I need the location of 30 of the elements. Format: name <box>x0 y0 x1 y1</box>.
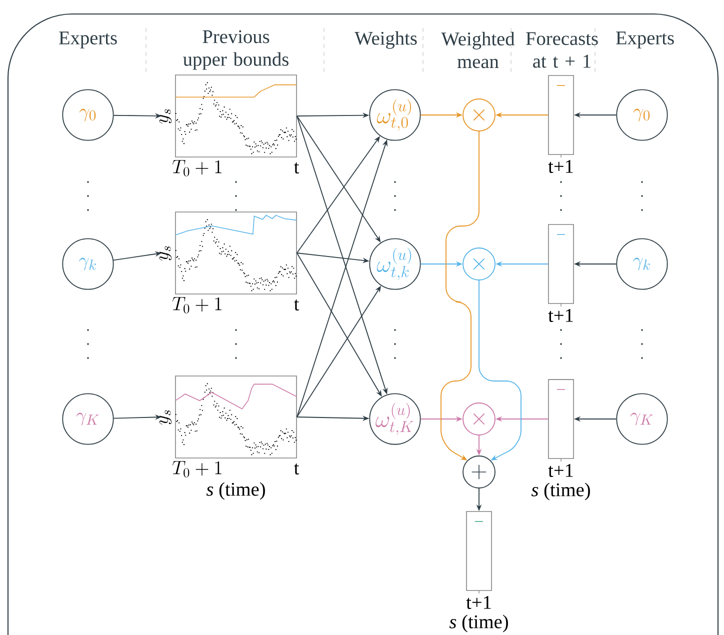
axis-label: s (time) <box>206 482 265 500</box>
arrow <box>478 280 522 460</box>
time-series-plot <box>175 376 297 458</box>
column-header: Weighted mean <box>441 32 515 68</box>
axis-label: s (time) <box>531 482 590 500</box>
axis-label: s (time) <box>449 614 508 632</box>
column-header: Forecasts at t + 1 <box>526 32 598 68</box>
forecast-bar <box>548 224 574 307</box>
axis-label: t <box>294 299 300 311</box>
axis-label: t+1 <box>548 160 573 173</box>
axis-label: t+1 <box>548 309 573 322</box>
time-series-plot <box>175 74 297 158</box>
time-series-plot <box>175 212 297 294</box>
axis-label: $y_s$ <box>159 246 172 261</box>
forecast-bar <box>548 379 574 462</box>
axis-label: $T_0+1$ <box>172 160 222 176</box>
arrow <box>440 131 480 460</box>
column-header: Experts <box>59 32 117 48</box>
forecast-bar <box>548 75 574 158</box>
column-header: Weights <box>354 31 417 49</box>
axis-label: t+1 <box>548 464 573 477</box>
axis-label: t <box>294 463 300 475</box>
forecast-bar <box>466 511 492 594</box>
axis-label: $T_0+1$ <box>172 461 222 478</box>
axis-label: t+1 <box>466 596 491 609</box>
column-header: Experts <box>616 32 674 48</box>
axis-label: t <box>294 162 300 174</box>
axis-label: $T_0+1$ <box>172 297 222 314</box>
axis-label: $y_s$ <box>159 109 172 124</box>
axis-label: $y_s$ <box>159 410 172 425</box>
